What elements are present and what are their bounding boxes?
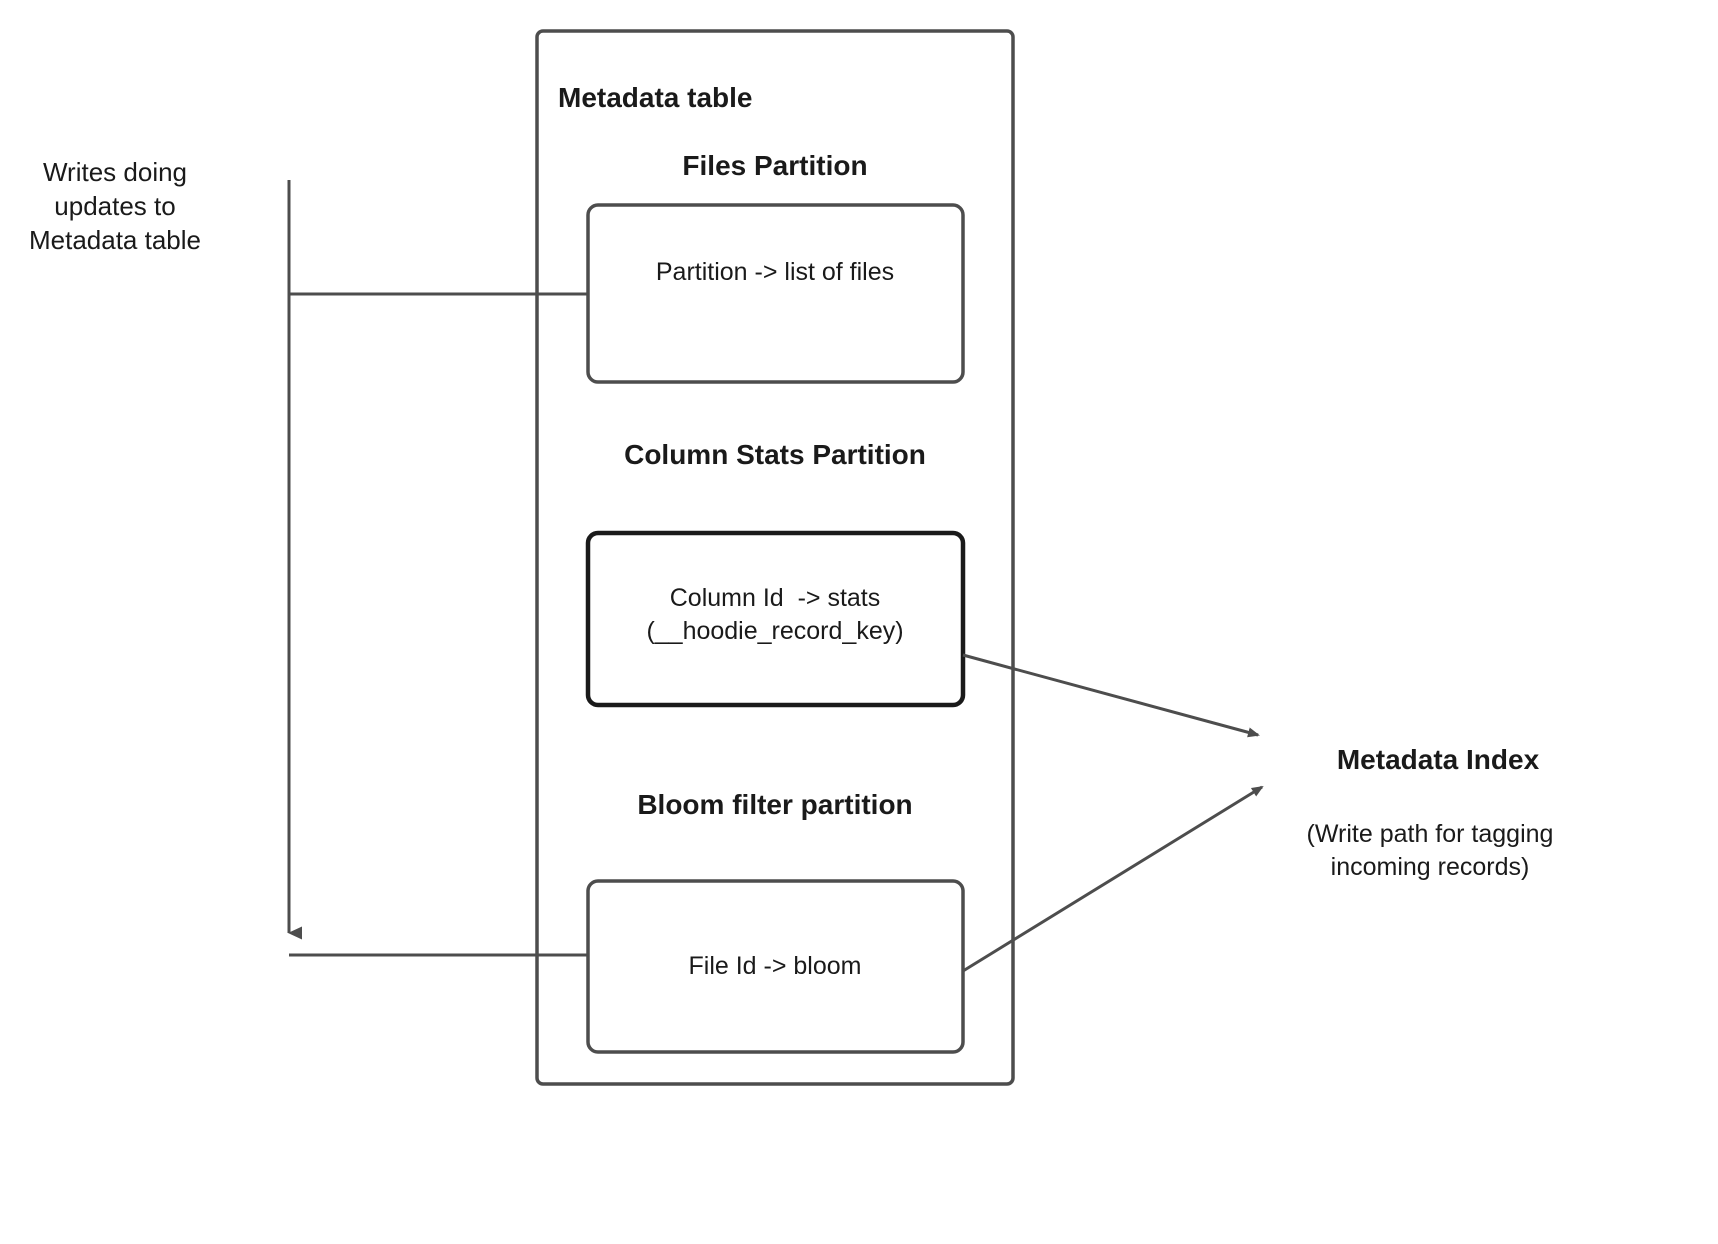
writes-annotation-label: Writes doing updates to Metadata table [28,157,201,255]
files-partition-heading: Files Partition [682,150,868,181]
column-stats-partition-box-label: Column Id -> stats (__hoodie_record_key) [646,584,904,645]
column-stats-partition-heading: Column Stats Partition [624,439,926,470]
bloom-filter-to-index-arrow [962,785,1264,973]
metadata-table-container [535,29,1015,1086]
bloom-filter-partition-heading: Bloom filter partition [637,789,913,820]
column-stats-to-index-arrow [962,653,1260,738]
bloom-filter-partition-box-label: File Id -> bloom [688,952,862,980]
files-partition-box [586,203,965,384]
metadata-index-title: Metadata Index [1336,744,1540,775]
metadata-index-note: (Write path for tagging incoming records… [1306,820,1561,881]
metadata-table-title: Metadata table [558,82,753,113]
files-partition-box-label: Partition -> list of files [655,258,895,286]
